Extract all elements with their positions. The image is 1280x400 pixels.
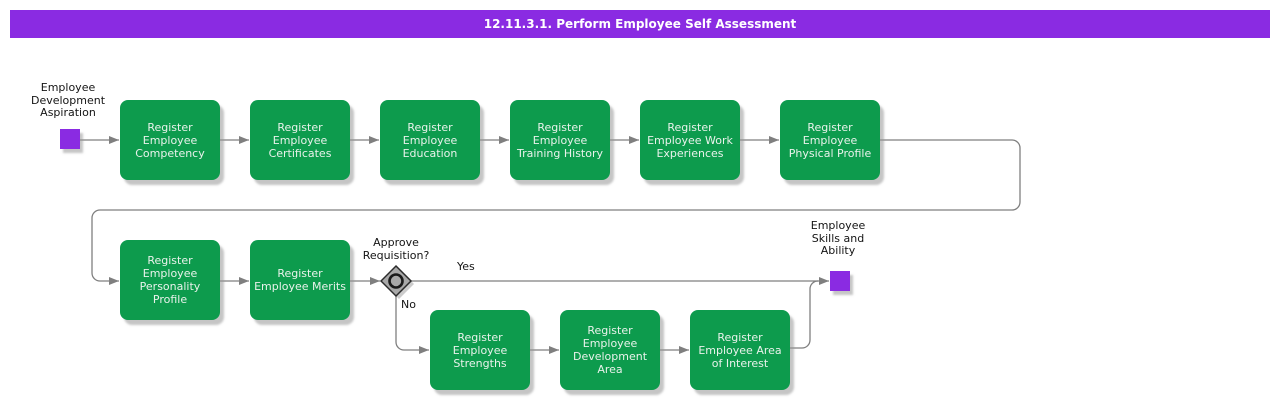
diagram-title: 12.11.3.1. Perform Employee Self Assessm… [483, 17, 797, 31]
task-register-employee-education[interactable]: Register Employee Education [380, 100, 480, 180]
decision-gateway[interactable] [379, 264, 414, 299]
task-register-employee-physical-profile[interactable]: Register Employee Physical Profile [780, 100, 880, 180]
task-register-employee-work-experiences[interactable]: Register Employee Work Experiences [640, 100, 740, 180]
connector-decision-no-to-strengths [395, 296, 429, 354]
task-register-employee-area-of-interest[interactable]: Register Employee Area of Interest [690, 310, 790, 390]
task-register-employee-personality-profile[interactable]: Register Employee Personality Profile [120, 240, 220, 320]
task-register-employee-strengths[interactable]: Register Employee Strengths [430, 310, 530, 390]
task-register-employee-certificates[interactable]: Register Employee Certificates [250, 100, 350, 180]
task-register-employee-development-area[interactable]: Register Employee Development Area [560, 310, 660, 390]
task-register-employee-training-history[interactable]: Register Employee Training History [510, 100, 610, 180]
decision-yes-label: Yes [457, 260, 475, 273]
flow-connectors [80, 136, 1021, 354]
end-event-label: Employee Skills and Ability [810, 219, 866, 257]
decision-diamond-icon[interactable] [379, 264, 413, 298]
connector-physical-to-personality [91, 139, 1021, 285]
start-event-label: Employee Development Aspiration [30, 81, 106, 119]
task-register-employee-competency[interactable]: Register Employee Competency [120, 100, 220, 180]
diagram-title-bar: 12.11.3.1. Perform Employee Self Assessm… [10, 10, 1270, 38]
task-register-employee-merits[interactable]: Register Employee Merits [250, 240, 350, 320]
start-event-node[interactable] [60, 129, 80, 149]
end-event-node[interactable] [830, 271, 850, 291]
decision-circle-icon [388, 273, 404, 289]
decision-no-label: No [401, 298, 416, 311]
decision-label: Approve Requisition? [362, 236, 430, 262]
connector-interest-to-end [790, 280, 819, 349]
